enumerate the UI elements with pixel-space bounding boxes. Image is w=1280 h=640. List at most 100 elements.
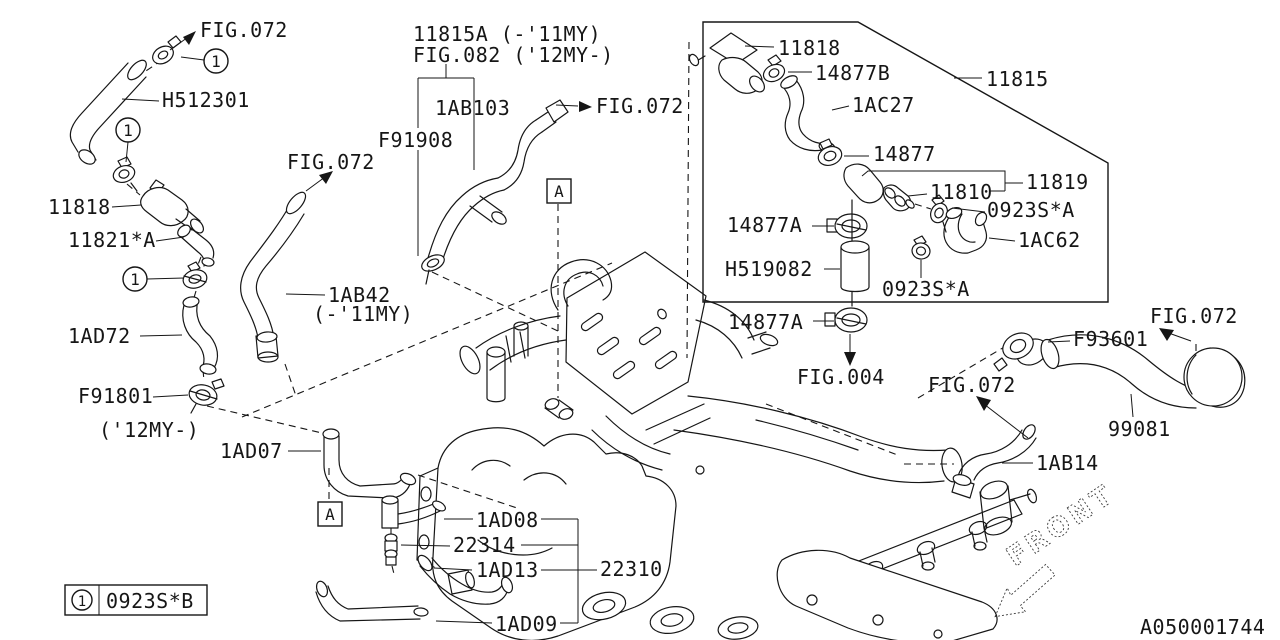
label-h512301: H512301 bbox=[162, 88, 250, 112]
label-11819: 11819 bbox=[1026, 170, 1089, 194]
bolt bbox=[806, 594, 818, 606]
section-a-letter: A bbox=[325, 505, 335, 524]
label-1ab14: 1AB14 bbox=[1036, 451, 1099, 475]
front-arrow-icon bbox=[994, 563, 1056, 618]
label-14877: 14877 bbox=[873, 142, 936, 166]
protector-slots bbox=[580, 308, 678, 380]
flange-bolt-hole bbox=[418, 534, 430, 550]
label-12my: ('12MY-) bbox=[99, 418, 199, 442]
label-fig072-topleft: FIG.072 bbox=[200, 18, 288, 42]
hose-1ad07 bbox=[322, 428, 417, 499]
label-11810: 11810 bbox=[930, 180, 993, 204]
drawing-id: A050001744 bbox=[1140, 615, 1265, 639]
clamp-top bbox=[152, 35, 182, 65]
callout-circle bbox=[115, 117, 141, 143]
clamp-1ab103 bbox=[421, 254, 445, 285]
manifold-stub-pipe bbox=[486, 351, 506, 403]
manifold-runners bbox=[591, 403, 711, 471]
label-1ab42-my: (-'11MY) bbox=[313, 302, 413, 326]
clamp-f93601 bbox=[993, 332, 1048, 372]
leader-lines bbox=[111, 31, 1192, 624]
dashed-alignment-lines bbox=[126, 41, 1197, 575]
hose-1ad72 bbox=[182, 296, 219, 375]
stub-pipe-top bbox=[486, 346, 506, 358]
inlet-duct-opening bbox=[459, 345, 481, 375]
clamp-0923sa-2 bbox=[911, 235, 931, 278]
section-a-letter: A bbox=[554, 182, 564, 201]
section-a-box bbox=[546, 178, 572, 204]
clamp-11818 bbox=[112, 156, 138, 192]
label-fig004: FIG.004 bbox=[797, 365, 885, 389]
hose-1ac62 bbox=[943, 206, 988, 254]
label-99081: 99081 bbox=[1108, 417, 1171, 441]
manifold-body bbox=[432, 427, 677, 640]
label-0923sa-1: 0923S*A bbox=[987, 198, 1075, 222]
label-1ac27: 1AC27 bbox=[852, 93, 915, 117]
hose-1ab42 bbox=[240, 191, 307, 363]
fuel-rail bbox=[789, 499, 1023, 603]
plenum-bracket bbox=[550, 259, 613, 311]
callouts: 1 1 1 A A bbox=[115, 48, 572, 527]
label-1ad13: 1AD13 bbox=[476, 558, 539, 582]
hose-1ad08 bbox=[381, 495, 446, 529]
pcv-valve-11818-left bbox=[140, 179, 205, 234]
bolt bbox=[872, 614, 884, 626]
clamp-14877 bbox=[817, 138, 843, 167]
bolt bbox=[933, 629, 943, 639]
legend-box bbox=[64, 584, 208, 616]
label-11815a: 11815A (-'11MY) bbox=[413, 22, 601, 46]
callout-number: 1 bbox=[130, 270, 140, 289]
clamp-f91801 bbox=[188, 378, 225, 414]
connector-22314 bbox=[384, 533, 398, 566]
label-1ac62: 1AC62 bbox=[1018, 228, 1081, 252]
right-duct-nipple bbox=[759, 333, 779, 347]
hose-h512301 bbox=[69, 59, 147, 165]
pcv-valve-11818-right bbox=[688, 32, 765, 94]
legend-code: 0923S*B bbox=[106, 589, 194, 613]
label-f93601: F93601 bbox=[1073, 327, 1148, 351]
label-1ab103: 1AB103 bbox=[435, 96, 510, 120]
front-direction: FRONT bbox=[994, 478, 1121, 618]
label-1ab42: 1AB42 bbox=[328, 283, 391, 307]
right-duct bbox=[695, 299, 771, 359]
legend: 1 0923S*B bbox=[64, 584, 208, 616]
label-14877b: 14877B bbox=[815, 61, 890, 85]
callout-circle bbox=[122, 266, 148, 292]
label-1ad08: 1AD08 bbox=[476, 508, 539, 532]
cylinder-head-block bbox=[776, 549, 998, 640]
label-fig072-midleft: FIG.072 bbox=[287, 150, 375, 174]
legend-callout-circle bbox=[71, 589, 93, 611]
label-11818-left: 11818 bbox=[48, 195, 111, 219]
flange-bolt-hole bbox=[420, 486, 432, 502]
hose-1ad09 bbox=[315, 580, 429, 622]
label-22314: 22314 bbox=[453, 533, 516, 557]
label-1ad07: 1AD07 bbox=[220, 439, 283, 463]
nipple-11810 bbox=[843, 163, 915, 212]
elbow-11821a bbox=[177, 224, 215, 267]
label-f91908: F91908 bbox=[378, 128, 453, 152]
label-f91801: F91801 bbox=[78, 384, 153, 408]
hose-1ab14 bbox=[951, 424, 1037, 499]
sensor-tip bbox=[465, 571, 475, 589]
label-22310: 22310 bbox=[600, 557, 663, 581]
purge-fittings bbox=[544, 398, 574, 420]
label-0923sa-2: 0923S*A bbox=[882, 277, 970, 301]
label-11815: 11815 bbox=[986, 67, 1049, 91]
bolt bbox=[695, 465, 705, 475]
legend-callout-number: 1 bbox=[78, 594, 86, 610]
callout-number: 1 bbox=[211, 52, 221, 71]
clamp-14877b bbox=[762, 54, 786, 83]
section-a-box bbox=[317, 501, 343, 527]
label-fig072-righttop: FIG.072 bbox=[1150, 304, 1238, 328]
callout-circle bbox=[203, 48, 229, 74]
label-1ad09: 1AD09 bbox=[495, 612, 558, 636]
label-11821a: 11821*A bbox=[68, 228, 156, 252]
label-14877a-1: 14877A bbox=[727, 213, 802, 237]
callout-number: 1 bbox=[123, 121, 133, 140]
label-h519082: H519082 bbox=[725, 257, 813, 281]
duct-99081 bbox=[1040, 334, 1246, 409]
manifold-ribs bbox=[471, 459, 567, 556]
label-11818-right: 11818 bbox=[778, 36, 841, 60]
intake-port-flanges bbox=[581, 591, 759, 640]
